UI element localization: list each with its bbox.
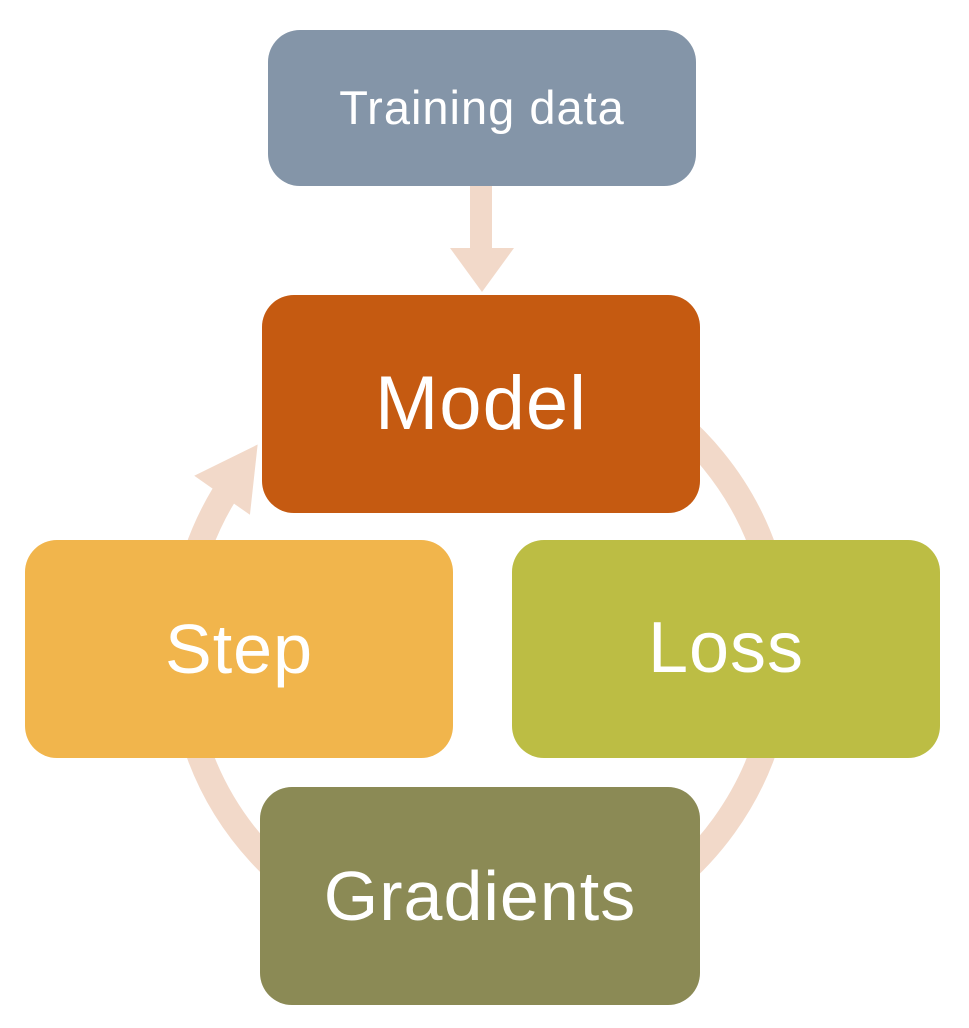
- node-training-data: Training data: [268, 30, 696, 186]
- node-gradients-label: Gradients: [323, 856, 637, 935]
- node-training-data-label: Training data: [339, 81, 625, 135]
- training-data-to-model-arrow-head: [450, 248, 514, 292]
- node-step-label: Step: [165, 609, 313, 688]
- node-step: Step: [25, 540, 453, 758]
- node-model-label: Model: [375, 361, 587, 447]
- node-loss-label: Loss: [647, 608, 805, 689]
- node-loss: Loss: [512, 540, 940, 758]
- node-model: Model: [262, 295, 700, 513]
- training-data-to-model-arrow-shaft: [470, 186, 492, 250]
- node-gradients: Gradients: [260, 787, 700, 1005]
- cycle-arrowhead: [194, 444, 258, 515]
